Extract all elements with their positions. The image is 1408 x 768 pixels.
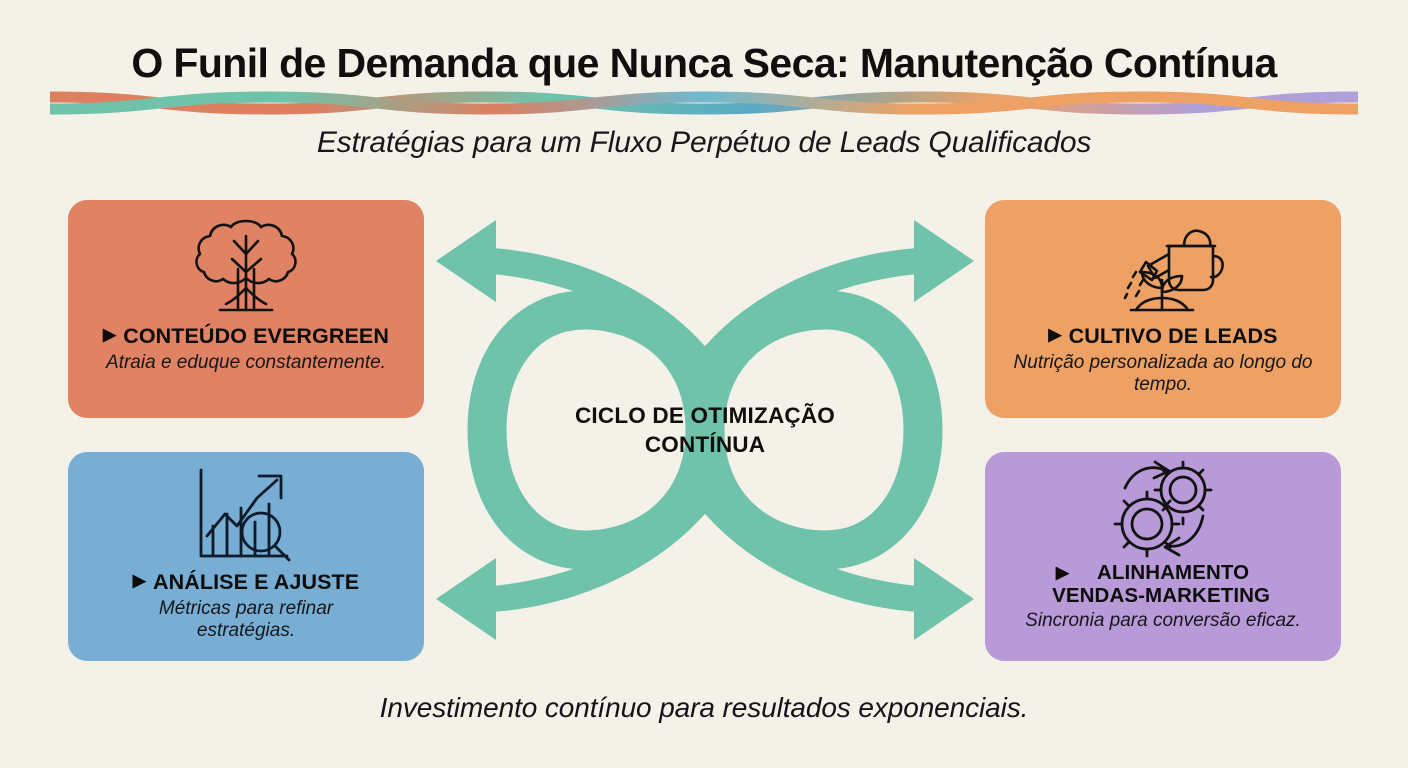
continuous-optimization-cycle-graphic bbox=[420, 190, 990, 670]
card-cultivo-de-leads[interactable]: ▶ CULTIVO DE LEADS Nutrição personalizad… bbox=[985, 200, 1341, 418]
card-title-line: CONTEÚDO EVERGREEN bbox=[123, 324, 389, 348]
watering-can-sprout-icon bbox=[985, 212, 1341, 324]
card-title-line: VENDAS-MARKETING bbox=[1052, 583, 1271, 607]
card-description-alinhamento-vendas-marketing: Sincronia para conversão eficaz. bbox=[1025, 609, 1301, 631]
card-alinhamento-vendas-marketing[interactable]: ▶ ALINHAMENTO VENDAS-MARKETING Sincronia… bbox=[985, 452, 1341, 661]
card-title-line: ANÁLISE E AJUSTE bbox=[152, 570, 360, 594]
card-analise-e-ajuste[interactable]: ▶ ANÁLISE E AJUSTE Métricas para refinar… bbox=[68, 452, 424, 661]
card-title-alinhamento-vendas-marketing: ▶ ALINHAMENTO VENDAS-MARKETING bbox=[1048, 561, 1278, 608]
arrow-to-top-left bbox=[436, 220, 720, 378]
page-title: O Funil de Demanda que Nunca Seca: Manut… bbox=[131, 40, 1277, 86]
card-title-line: CULTIVO DE LEADS bbox=[1068, 324, 1278, 348]
card-description-cultivo-de-leads: Nutrição personalizada ao longo do tempo… bbox=[1013, 352, 1313, 396]
card-title-line: ALINHAMENTO bbox=[1097, 561, 1250, 584]
footer-caption: Investimento contínuo para resultados ex… bbox=[379, 692, 1029, 723]
bullet-triangle-icon: ▶ bbox=[1055, 563, 1070, 582]
gears-sync-icon bbox=[985, 458, 1341, 562]
card-description-analise-e-ajuste: Métricas para refinar estratégias. bbox=[158, 598, 334, 642]
wave-divider-icon bbox=[44, 84, 1364, 120]
infinity-loop-icon bbox=[467, 290, 943, 570]
card-title-analise-e-ajuste: ▶ ANÁLISE E AJUSTE bbox=[125, 570, 367, 594]
arrow-to-top-right bbox=[690, 220, 974, 378]
card-description-conteudo-evergreen: Atraia e eduque constantemente. bbox=[106, 352, 386, 374]
card-conteudo-evergreen[interactable]: ▶ CONTEÚDO EVERGREEN Atraia e eduque con… bbox=[68, 200, 424, 418]
card-title-conteudo-evergreen: ▶ CONTEÚDO EVERGREEN bbox=[95, 324, 397, 348]
arrow-to-bottom-right bbox=[690, 482, 974, 640]
card-title-cultivo-de-leads: ▶ CULTIVO DE LEADS bbox=[1040, 324, 1285, 348]
tree-icon bbox=[68, 212, 424, 324]
bullet-triangle-icon: ▶ bbox=[132, 571, 146, 590]
bullet-triangle-icon: ▶ bbox=[103, 325, 117, 344]
arrow-to-bottom-left bbox=[436, 482, 720, 640]
page-subtitle: Estratégias para um Fluxo Perpétuo de Le… bbox=[316, 126, 1092, 159]
bullet-triangle-icon: ▶ bbox=[1048, 325, 1062, 344]
growth-chart-magnifier-icon bbox=[68, 462, 424, 570]
